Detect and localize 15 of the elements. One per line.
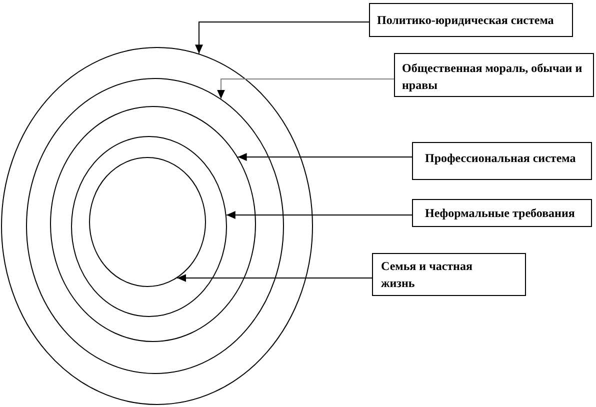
label-text: Семья и частная жизнь [381,258,474,292]
label-text: Общественная мораль, обычаи и нравы [402,60,584,94]
label-box [412,199,592,227]
label-box [394,53,594,97]
leader-arrow [226,211,412,219]
label-text: Профессиональная система [425,150,576,167]
label-box [412,142,592,180]
leader-arrow [176,274,372,282]
label-text: Политико-юридическая система [377,12,554,29]
label-box [372,253,526,296]
label-box [369,3,573,37]
leader-arrow [217,78,394,100]
label-text: Неформальные требования [425,205,575,222]
leader-arrow [195,22,370,54]
leader-arrow [237,153,412,161]
